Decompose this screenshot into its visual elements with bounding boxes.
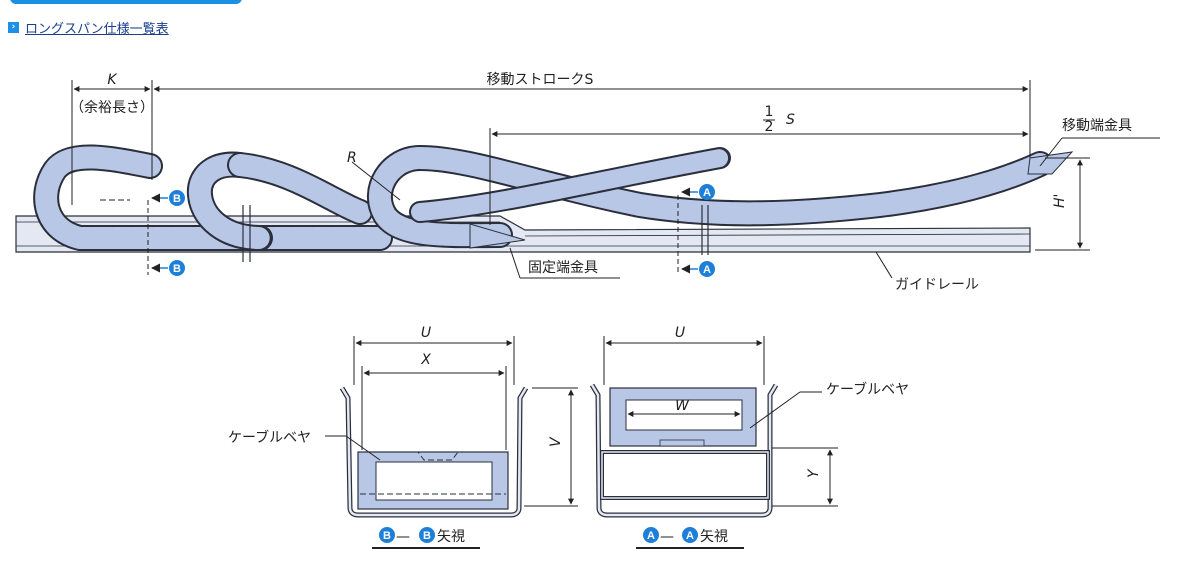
view-a-circle-1: A — [647, 530, 655, 542]
view-b-circle-1: B — [383, 530, 391, 542]
dimension-lines — [71, 80, 1160, 279]
label-u-left: U — [421, 325, 431, 341]
label-u-right: U — [675, 325, 685, 341]
label-v: V — [548, 436, 564, 447]
view-b-circle-2: B — [423, 530, 431, 542]
spec-link-row[interactable]: › ロングスパン仕様一覧表 — [8, 18, 169, 37]
label-cable-left: ケーブルベヤ — [228, 429, 311, 446]
label-k: K — [107, 72, 118, 88]
label-k-sub: （余裕長さ） — [70, 99, 154, 116]
arrow-right-icon: › — [8, 22, 19, 33]
label-fixed-fitting: 固定端金具 — [528, 260, 598, 276]
view-a-title: 矢視 — [700, 529, 728, 545]
label-guide-rail: ガイドレール — [895, 277, 979, 293]
top-tab-bar — [10, 0, 242, 4]
spec-table-link[interactable]: ロングスパン仕様一覧表 — [25, 22, 169, 37]
label-r: R — [347, 150, 357, 166]
view-b-title: 矢視 — [437, 529, 465, 545]
cable-carrier-chain — [33, 144, 1074, 251]
marker-a-bottom: A — [703, 264, 711, 276]
support-posts — [242, 205, 709, 262]
label-half-den: 2 — [765, 119, 774, 135]
label-stroke: 移動ストロークS — [487, 72, 594, 88]
section-b-view: B — B 矢視 — [325, 336, 578, 549]
label-half-s: S — [786, 112, 795, 128]
marker-b-top: B — [173, 193, 181, 205]
marker-b-bottom: B — [173, 263, 181, 275]
marker-a-top: A — [703, 187, 711, 199]
label-x: X — [420, 352, 431, 368]
label-cable-right: ケーブルベヤ — [826, 381, 909, 398]
view-a-circle-2: A — [686, 530, 694, 542]
label-y: Y — [806, 468, 822, 478]
label-moving-fitting: 移動端金具 — [1062, 118, 1132, 134]
view-a-dash: — — [660, 529, 674, 545]
label-w: W — [675, 398, 690, 414]
view-b-dash: — — [396, 529, 410, 545]
section-markers: B B A A — [151, 184, 715, 277]
label-h-prime: H' — [1052, 194, 1068, 208]
section-a-view: A — A 矢視 — [589, 336, 838, 549]
label-half-num: 1 — [765, 104, 774, 120]
